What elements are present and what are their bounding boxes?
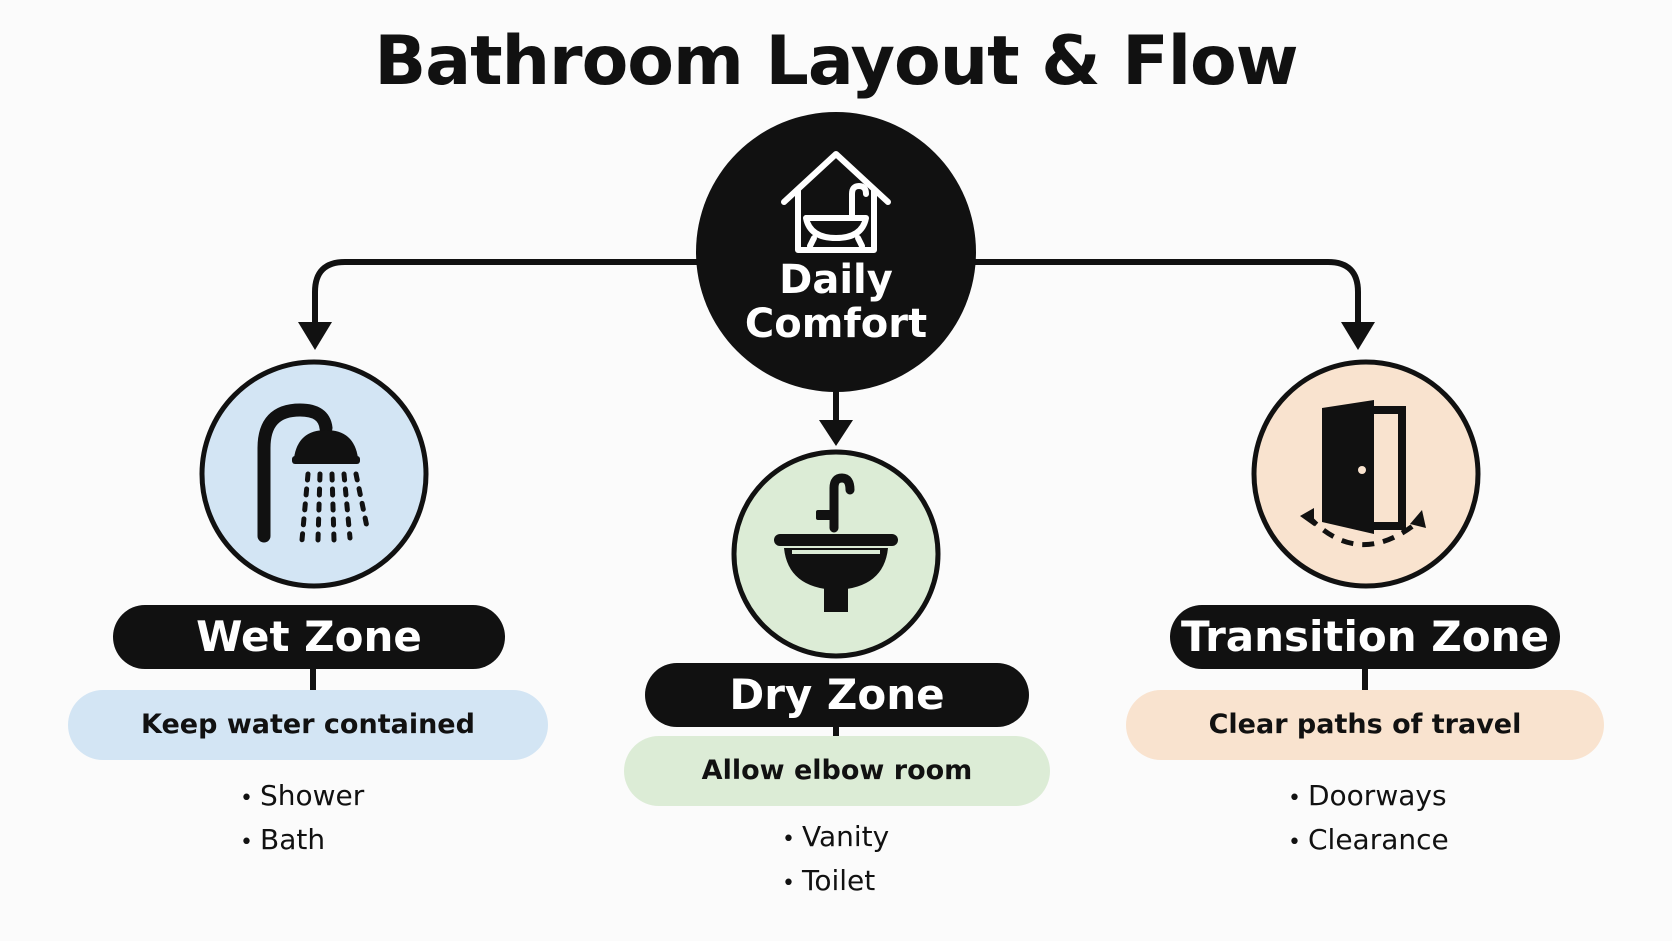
list-item: Bath [240, 819, 364, 863]
dry-zone-icon-circle [731, 449, 941, 659]
center-node [696, 112, 976, 392]
dry-zone-goal: Allow elbow room [624, 736, 1050, 806]
connector-wet [312, 259, 703, 325]
arrowhead-wet [298, 322, 332, 350]
list-item: Doorways [1288, 775, 1449, 819]
sink-icon [774, 473, 898, 612]
dry-zone-items: Vanity Toilet [782, 816, 889, 904]
wet-zone-label: Wet Zone [113, 605, 505, 669]
shower-icon [257, 403, 371, 543]
center-label-line1: Daily [779, 257, 893, 303]
house-bathtub-icon [781, 151, 891, 253]
connector-transition [969, 259, 1361, 325]
wet-zone-icon-circle [199, 359, 429, 589]
center-label-line2: Comfort [744, 301, 928, 347]
transition-zone-goal: Clear paths of travel [1126, 690, 1604, 760]
dry-zone-label: Dry Zone [645, 663, 1029, 727]
arrowhead-transition [1341, 322, 1375, 350]
list-item: Vanity [782, 816, 889, 860]
list-item: Shower [240, 775, 364, 819]
page-title: Bathroom Layout & Flow [374, 22, 1298, 101]
list-item: Clearance [1288, 819, 1449, 863]
list-item: Toilet [782, 860, 889, 904]
center-label: Daily Comfort [700, 258, 972, 346]
wet-zone-items: Shower Bath [240, 775, 364, 863]
wet-zone-goal: Keep water contained [68, 690, 548, 760]
door-icon [1300, 400, 1426, 547]
transition-zone-label: Transition Zone [1170, 605, 1560, 669]
arrowhead-dry [819, 420, 853, 446]
transition-zone-items: Doorways Clearance [1288, 775, 1449, 863]
transition-zone-icon-circle [1251, 359, 1481, 589]
